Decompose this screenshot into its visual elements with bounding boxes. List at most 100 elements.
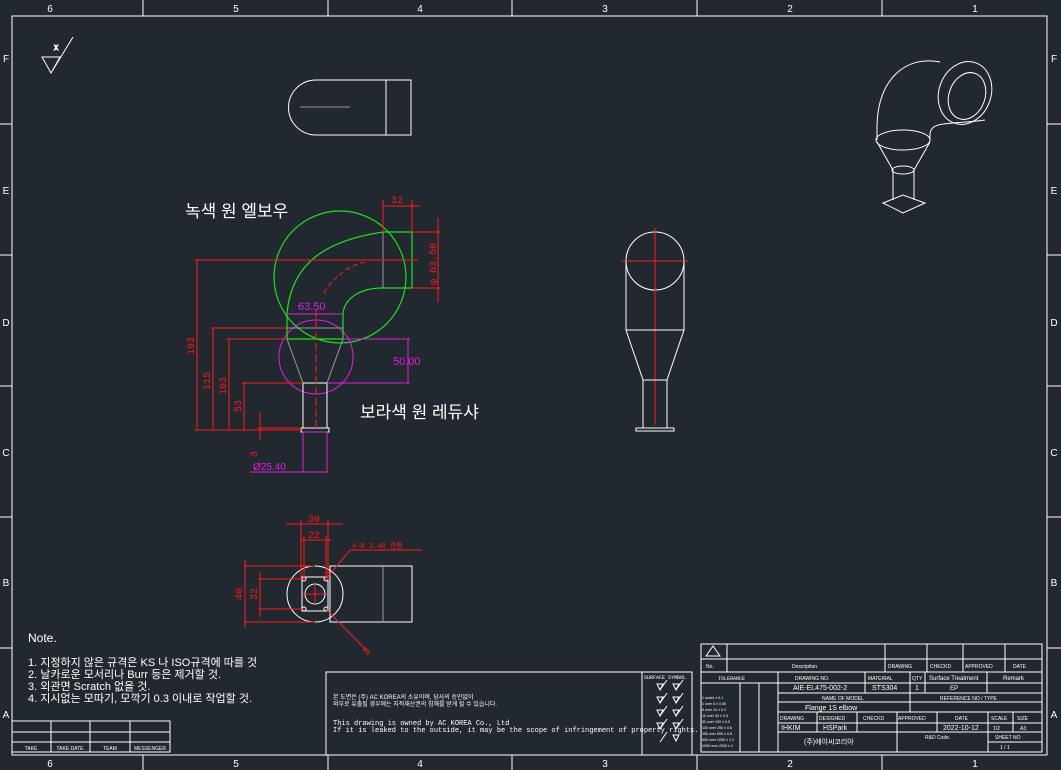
date: 2022-10-12 bbox=[943, 725, 979, 732]
tolerance-table: TOLERANCE 1 under ± 0.1 1 over 6 ± 0.05 … bbox=[702, 676, 745, 748]
size-label: SIZE bbox=[1017, 716, 1029, 722]
col-label: 4 bbox=[417, 4, 423, 15]
sheet-no-label: SHEET NO bbox=[995, 735, 1021, 741]
qty: 1 bbox=[915, 685, 919, 692]
drawing-no: AIE-EL475-002-2 bbox=[793, 685, 847, 692]
model-label: NAME OF MODEL bbox=[822, 696, 864, 702]
side-view bbox=[622, 228, 688, 432]
row-label: C bbox=[1050, 448, 1057, 459]
reducer-label: 보라색 원 레듀샤 bbox=[360, 403, 479, 422]
col-label: 1 bbox=[972, 4, 978, 15]
notes: Note. 1. 지정하지 않은 규격은 KS 나 ISO규격에 따를 것 2.… bbox=[28, 631, 257, 705]
col-label: 4 bbox=[417, 759, 423, 770]
row-label: C bbox=[2, 448, 9, 459]
dim-40: 40 bbox=[235, 588, 246, 600]
col-label: 3 bbox=[602, 759, 608, 770]
title-block: No. Description DRAWING CHECKD APPROVED … bbox=[700, 643, 1043, 753]
company-name: (주)에이씨코리아 bbox=[804, 737, 854, 746]
surface-treatment: EP bbox=[950, 686, 958, 692]
approved-label: APPROVED bbox=[898, 716, 926, 722]
surface-treatment-label: Surface Treatment bbox=[929, 676, 979, 682]
dim-22: 22 bbox=[308, 531, 320, 542]
surface-symbol-title: SURFACE SYMBOL bbox=[644, 675, 686, 681]
row-label: A bbox=[3, 710, 10, 721]
surface-symbol-table: SURFACE SYMBOL bbox=[641, 671, 693, 756]
note-item: 2. 날카로운 모서리나 Burr 등은 제거할 것. bbox=[28, 668, 221, 681]
routing-header: TAKE DATE bbox=[56, 746, 84, 752]
dim-phi-63-50: φ 63.50 bbox=[429, 243, 440, 285]
checked-label: CHECKD bbox=[863, 716, 885, 722]
rev-approved-label: APPROVED bbox=[965, 664, 993, 670]
tolerance-row: 6 over 10 ± 0.2 bbox=[702, 708, 726, 712]
dim-63-50: 63.50 bbox=[298, 301, 326, 313]
col-label: 1 bbox=[972, 759, 978, 770]
bottom-view: 30 22 40 32 4-Ø 3.40 관통 R5 bbox=[235, 515, 422, 658]
qty-label: QTY bbox=[912, 676, 923, 682]
row-label: B bbox=[3, 578, 10, 589]
tolerance-row: 500 over 1000 ± 1.2 bbox=[702, 738, 734, 742]
revision-header: No. Description DRAWING CHECKD APPROVED … bbox=[706, 664, 1027, 670]
drawn-by-label: DRAWING bbox=[780, 716, 804, 722]
routing-table: TAKE TAKE DATE TEAM MESSENGER bbox=[11, 720, 171, 753]
copyright-ko: 본 도면은 (주) AC KOREA의 소유이며, 당사의 승인없이 bbox=[333, 693, 474, 701]
size: A3 bbox=[1020, 726, 1026, 732]
dim-phi-25-40: Ø25.40 bbox=[253, 462, 286, 473]
rev-drawing-label: DRAWING bbox=[888, 664, 912, 670]
dim-193: 193 bbox=[187, 337, 198, 355]
row-label: E bbox=[3, 186, 10, 197]
row-label: D bbox=[1050, 318, 1057, 329]
tolerance-row: 1 under ± 0.1 bbox=[702, 696, 723, 700]
dim-103: 103 bbox=[219, 377, 230, 395]
note-item: 1. 지정하지 않은 규격은 KS 나 ISO규격에 따를 것 bbox=[28, 655, 257, 669]
copyright-en: If it is leaked to the outside, it may b… bbox=[333, 727, 698, 735]
copyright-en: This drawing is owned by AC KOREA Co., L… bbox=[333, 720, 509, 728]
dim-115: 115 bbox=[203, 372, 214, 390]
svg-text:X: X bbox=[54, 45, 59, 53]
col-label: 5 bbox=[233, 4, 239, 15]
tolerance-row: 100 over 250 ± 0.6 bbox=[702, 726, 732, 730]
note-item: 4. 지시없는 모따기, 모깍기 0.3 이내로 작업할 것. bbox=[28, 692, 252, 705]
tolerance-title: TOLERANCE bbox=[718, 676, 745, 682]
remark-label: Remark bbox=[1003, 676, 1025, 682]
scale-label: SCALE bbox=[991, 716, 1008, 722]
top-view bbox=[288, 79, 412, 136]
tolerance-row: 1000 over 2000 ± 2 bbox=[702, 744, 733, 748]
material-label: MATERIAL bbox=[868, 676, 893, 682]
sheet-no: 1 / 1 bbox=[1000, 745, 1010, 751]
material: STS304 bbox=[872, 685, 897, 692]
dim-50-00: 50.00 bbox=[393, 356, 421, 368]
row-label: A bbox=[1051, 710, 1058, 721]
row-label: F bbox=[1051, 54, 1057, 65]
date-label: DATE bbox=[955, 716, 969, 722]
dim-53: 53 bbox=[234, 400, 245, 412]
note-item: 3. 외관면 Scratch 없을 것. bbox=[28, 680, 150, 693]
surface-finish-symbol-icon: X bbox=[41, 36, 74, 75]
row-label: E bbox=[1051, 186, 1058, 197]
col-label: 6 bbox=[47, 4, 53, 15]
copyright-ko: 외부로 유출될 경우에는 지적재산권의 침해를 받게 될 수 있습니다. bbox=[333, 700, 497, 708]
row-label: B bbox=[1051, 578, 1058, 589]
notes-title: Note. bbox=[28, 631, 57, 645]
hole-callout: 4-Ø 3.40 관통 bbox=[352, 541, 403, 551]
dim-3: 3 bbox=[250, 451, 261, 457]
dim-30: 30 bbox=[308, 515, 320, 526]
reference-label: REFERENCE NO / TYPE bbox=[940, 696, 998, 702]
routing-header: TEAM bbox=[103, 746, 117, 752]
tolerance-row: 1 over 6 ± 0.05 bbox=[702, 702, 726, 706]
rev-description-label: Description bbox=[792, 664, 817, 670]
dim-32: 32 bbox=[391, 196, 403, 207]
elbow-circle bbox=[273, 210, 407, 344]
rev-no-label: No. bbox=[706, 664, 714, 670]
col-label: 6 bbox=[47, 759, 53, 770]
tolerance-row: 30 over 100 ± 0.5 bbox=[702, 720, 730, 724]
col-label: 5 bbox=[233, 759, 239, 770]
tolerance-row: 10 over 30 ± 0.3 bbox=[702, 714, 728, 718]
designed-by: HSPark bbox=[823, 725, 848, 732]
elbow-label: 녹색 원 엘보우 bbox=[185, 202, 288, 221]
drawn-by: IHKIM bbox=[781, 725, 801, 732]
front-view: 193 115 103 53 3 32 φ 63.50 63.50 50.00 … bbox=[185, 196, 479, 473]
rd-code-label: R&D Code. bbox=[925, 735, 950, 741]
designed-by-label: DESIGNED bbox=[819, 716, 846, 722]
